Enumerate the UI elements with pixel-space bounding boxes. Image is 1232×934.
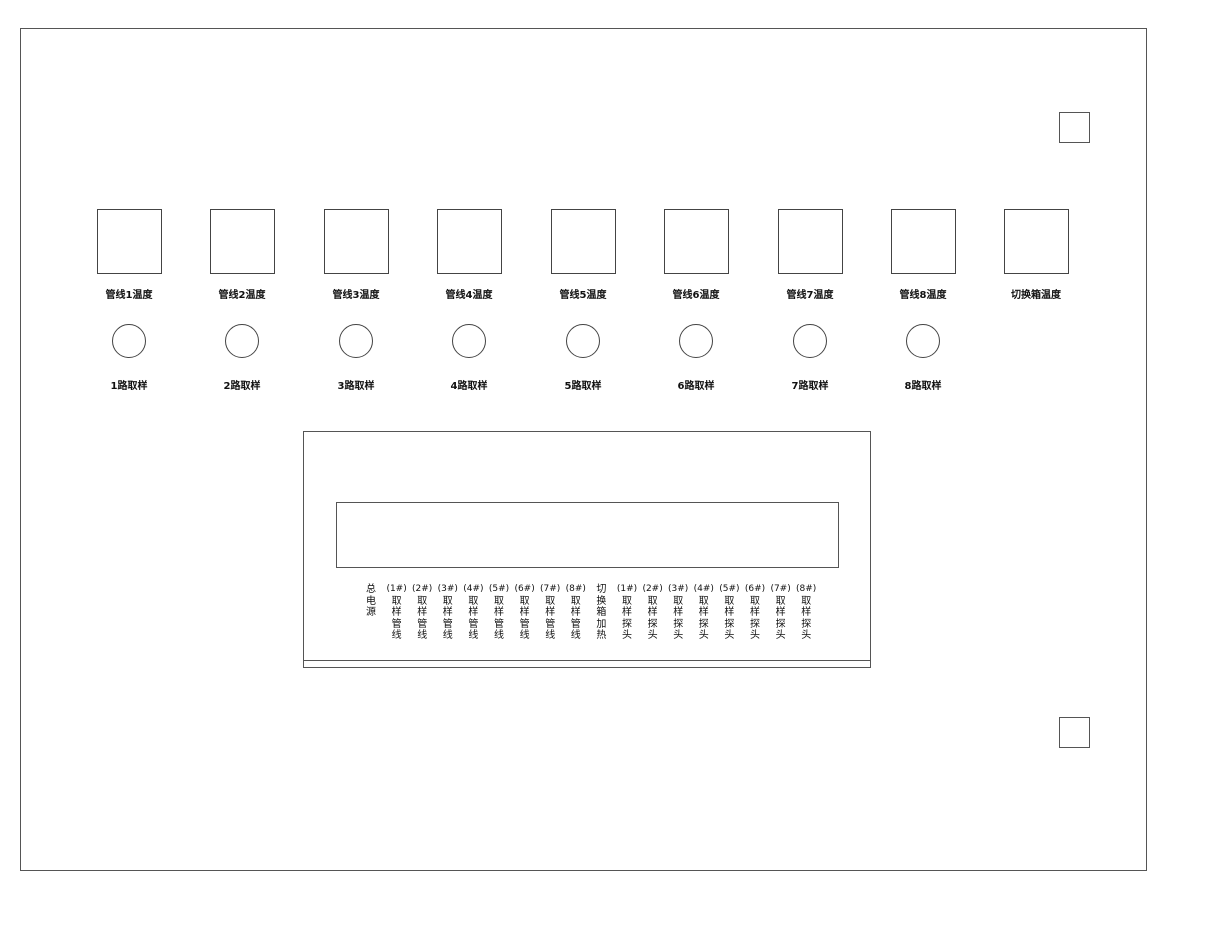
- panel-column-label: (5#)取样管线: [487, 584, 511, 642]
- panel-column-label: (3#)取样管线: [436, 584, 460, 642]
- panel-column-number: (4#): [693, 584, 714, 594]
- temp-indicator-label: 管线3温度: [332, 290, 380, 301]
- panel-column-text: 取样管线: [570, 595, 581, 642]
- panel-column-text: 取样管线: [494, 595, 504, 642]
- panel-column-text: 取样探头: [673, 595, 684, 642]
- panel-column-text: 取样探头: [750, 595, 760, 642]
- panel-column-text: 取样探头: [698, 595, 709, 642]
- temp-indicator-9: [1004, 209, 1069, 274]
- temp-indicator-7: [778, 209, 843, 274]
- panel-column-number: (3#): [437, 584, 458, 594]
- panel-column-text: 切换箱加热: [596, 584, 607, 641]
- panel-column-label: (6#)取样管线: [513, 584, 537, 642]
- panel-column-text: 取样管线: [468, 595, 479, 642]
- temp-indicator-6: [664, 209, 729, 274]
- temp-indicator-1: [97, 209, 162, 274]
- panel-column-text: 总电源: [366, 584, 376, 618]
- panel-column-text: 取样管线: [442, 595, 453, 642]
- sampling-light-label: 3路取样: [337, 381, 375, 392]
- temp-indicator-label: 管线8温度: [899, 290, 947, 301]
- temp-indicator-label: 管线6温度: [672, 290, 720, 301]
- panel-column-label: (1#)取样管线: [385, 584, 409, 642]
- temp-indicator-label: 切换箱温度: [1011, 290, 1061, 301]
- sampling-light-2: [225, 324, 259, 358]
- panel-column-label: (1#)取样探头: [615, 584, 639, 642]
- panel-column-number: (2#): [412, 584, 433, 594]
- sampling-light-8: [906, 324, 940, 358]
- sampling-light-6: [679, 324, 713, 358]
- panel-column-number: (3#): [668, 584, 689, 594]
- temp-indicator-3: [324, 209, 389, 274]
- cabinet-outline: [20, 28, 1147, 871]
- panel-column-label: (2#)取样管线: [410, 584, 434, 642]
- sampling-light-7: [793, 324, 827, 358]
- panel-column-label: (8#)取样管线: [564, 584, 588, 642]
- corner-square-top: [1059, 112, 1090, 143]
- switch-panel: 总电源(1#)取样管线(2#)取样管线(3#)取样管线(4#)取样管线(5#)取…: [303, 431, 871, 668]
- panel-column-number: (8#): [796, 584, 817, 594]
- panel-column-label: (4#)取样管线: [461, 584, 485, 642]
- panel-column-label: (7#)取样探头: [769, 584, 793, 642]
- panel-column-number: (7#): [770, 584, 791, 594]
- panel-column-label: (4#)取样探头: [692, 584, 716, 642]
- sampling-light-label: 8路取样: [904, 381, 942, 392]
- panel-column-number: (1#): [616, 584, 638, 594]
- panel-column-text: 取样探头: [622, 595, 632, 642]
- panel-column-number: (7#): [540, 584, 561, 594]
- panel-column-label: (6#)取样探头: [743, 584, 767, 642]
- temp-indicator-label: 管线2温度: [218, 290, 266, 301]
- temp-indicator-4: [437, 209, 502, 274]
- panel-column-label: (2#)取样探头: [641, 584, 665, 642]
- panel-column-text: 取样管线: [545, 595, 556, 642]
- panel-column-text: 取样探头: [647, 595, 658, 642]
- sampling-light-label: 7路取样: [791, 381, 829, 392]
- sampling-light-4: [452, 324, 486, 358]
- panel-column-label: 切换箱加热: [589, 584, 613, 642]
- panel-column-text: 取样管线: [417, 595, 428, 642]
- panel-column-text: 取样探头: [775, 595, 786, 642]
- panel-column-text: 取样探头: [724, 595, 735, 642]
- panel-column-number: (4#): [463, 584, 484, 594]
- panel-column-label: 总电源: [359, 584, 383, 619]
- panel-column-label: (7#)取样管线: [538, 584, 562, 642]
- corner-square-bottom: [1059, 717, 1090, 748]
- panel-bottom-line: [304, 660, 870, 661]
- sampling-light-1: [112, 324, 146, 358]
- panel-column-number: (5#): [719, 584, 740, 594]
- temp-indicator-2: [210, 209, 275, 274]
- temp-indicator-5: [551, 209, 616, 274]
- panel-column-number: (2#): [642, 584, 663, 594]
- temp-indicator-label: 管线5温度: [559, 290, 607, 301]
- panel-column-label: (5#)取样探头: [717, 584, 741, 642]
- panel-column-label: (3#)取样探头: [666, 584, 690, 642]
- sampling-light-label: 2路取样: [223, 381, 261, 392]
- panel-column-label: (8#)取样探头: [794, 584, 818, 642]
- temp-indicator-label: 管线7温度: [786, 290, 834, 301]
- panel-column-text: 取样管线: [391, 595, 402, 642]
- sampling-light-label: 4路取样: [450, 381, 488, 392]
- panel-column-number: (1#): [386, 584, 407, 594]
- panel-column-number: (5#): [488, 584, 510, 594]
- panel-column-text: 取样管线: [519, 595, 530, 642]
- sampling-light-label: 6路取样: [677, 381, 715, 392]
- sampling-light-label: 5路取样: [564, 381, 602, 392]
- sampling-light-label: 1路取样: [110, 381, 148, 392]
- temp-indicator-8: [891, 209, 956, 274]
- panel-column-number: (6#): [514, 584, 535, 594]
- sampling-light-5: [566, 324, 600, 358]
- temp-indicator-label: 管线1温度: [105, 290, 153, 301]
- panel-column-text: 取样探头: [801, 595, 812, 642]
- display-window: [336, 502, 839, 568]
- panel-column-number: (6#): [744, 584, 766, 594]
- panel-column-number: (8#): [565, 584, 586, 594]
- temp-indicator-label: 管线4温度: [445, 290, 493, 301]
- sampling-light-3: [339, 324, 373, 358]
